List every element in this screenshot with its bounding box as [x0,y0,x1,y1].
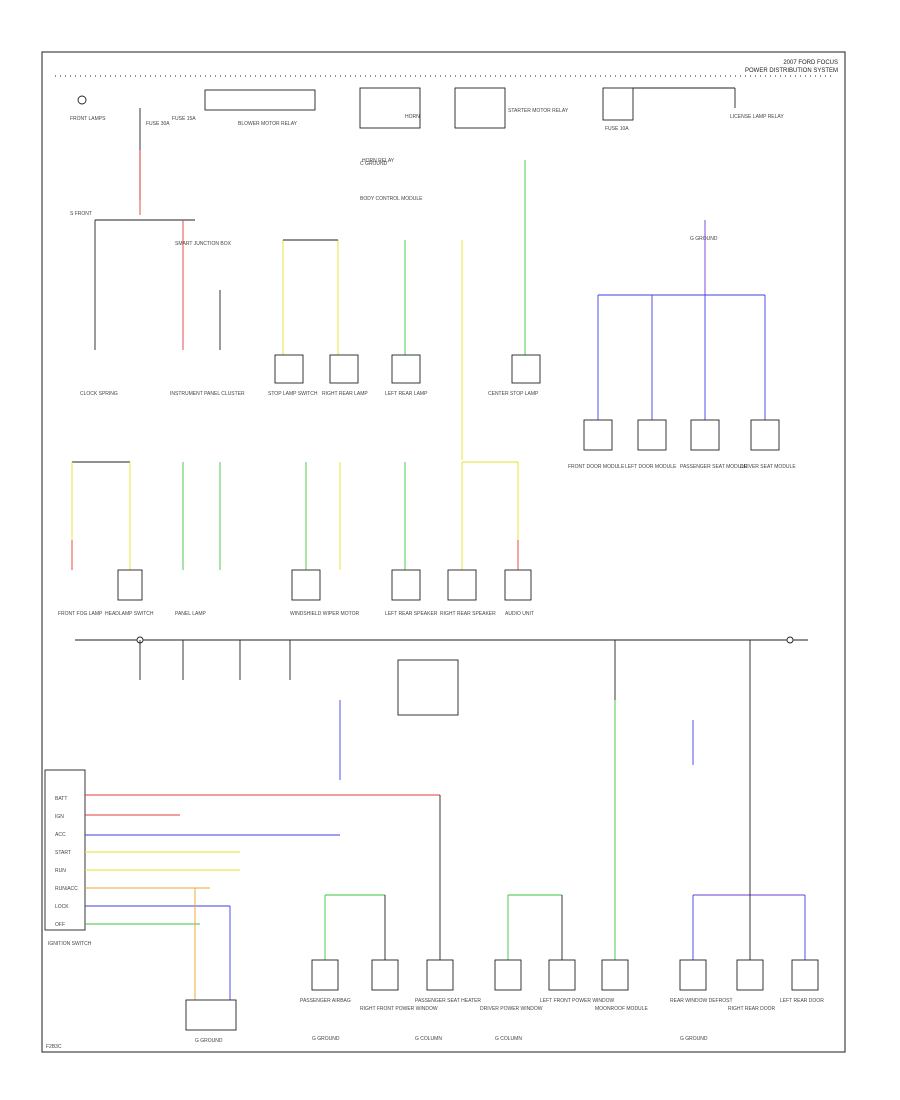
ignition-connector-label: IGNITION SWITCH [48,941,92,947]
bottom-ground-3: G GROUND [680,1036,708,1042]
drv-window-box [494,959,522,991]
mid-label-drv-seat: DRIVER SEAT MODULE [740,464,796,470]
bottom-label-rf-window: RIGHT FRONT POWER WINDOW [360,1006,438,1012]
top-label-fuse-10a: FUSE 10A [605,126,629,132]
blower-relay-box [204,89,316,111]
row3-label-panel: PANEL LAMP [175,611,207,617]
mid-label-ipc: INSTRUMENT PANEL CLUSTER [170,391,245,397]
moonroof-box [601,959,629,991]
row3-label-hl-switch: HEADLAMP SWITCH [105,611,154,617]
bottom-label-drv-window: DRIVER POWER WINDOW [480,1006,543,1012]
rf-window-box [371,959,399,991]
junction-g-ground: G GROUND [690,236,718,242]
rrs-box [447,569,477,601]
row2-wires: CLOCK SPRING INSTRUMENT PANEL CLUSTER ST… [80,160,796,470]
defrost-box [679,959,707,991]
rr-lamp-box [329,354,359,384]
lr-door-box [791,959,819,991]
fuse-10a-box [602,87,634,121]
pass-seat-heater-box [426,959,454,991]
mid-label-clock-spring: CLOCK SPRING [80,391,118,397]
diagram-footer-code: F2B3C [46,1044,62,1050]
lrs-box [391,569,421,601]
top-label-horn: HORN [405,114,420,120]
top-label-license-relay: LICENSE LAMP RELAY [730,114,784,120]
front-lamps-icon [77,95,87,105]
left-door-box [637,419,667,451]
bottom-label-lr-door: LEFT REAR DOOR [780,998,824,1004]
bottom-label-pass-airbag: PASSENGER AIRBAG [300,998,351,1004]
mid-label-lr-lamp: LEFT REAR LAMP [385,391,428,397]
diagram-title-line2: POWER DISTRIBUTION SYSTEM [745,68,838,74]
headlamp-switch-box [117,569,143,601]
ignition-pin-0: BATT [55,796,67,802]
top-label-starter-relay: STARTER MOTOR RELAY [508,108,569,114]
diagram-frame [41,51,846,1053]
row4-relay [397,659,459,716]
row3-label-lrs: LEFT REAR SPEAKER [385,611,438,617]
top-label-blower-relay: BLOWER MOTOR RELAY [238,121,298,127]
drv-seat-box [750,419,780,451]
audio-unit-box [185,999,237,1031]
center-stop-box [511,354,541,384]
bottom-ground-1: G COLUMN [415,1036,442,1042]
junction-bcm: BODY CONTROL MODULE [360,196,423,202]
bus-node-right [786,636,794,644]
mid-label-pass-seat: PASSENGER SEAT MODULE [680,464,748,470]
lf-window-box [548,959,576,991]
top-label-fuse-15a: FUSE 15A [172,116,196,122]
junction-sjb: SMART JUNCTION BOX [175,241,232,247]
wiper-box [291,569,321,601]
mid-label-stop-switch: STOP LAMP SWITCH [268,391,318,397]
bottom-ground-0: G GROUND [312,1036,340,1042]
top-row: FRONT LAMPS FUSE 30A FUSE 15A BLOWER MOT… [70,87,784,215]
row3-label-wiper: WINDSHIELD WIPER MOTOR [290,611,359,617]
ignition-pin-4: RUN [55,868,66,874]
ignition-pin-5: RUN/ACC [55,886,78,892]
bottom-label-lf-window: LEFT FRONT POWER WINDOW [540,998,615,1004]
top-label-fuse-30a: FUSE 30A [146,121,170,127]
rr-door-box [736,959,764,991]
row3-label-fog: FRONT FOG LAMP [58,611,103,617]
ignition-connector-box [44,769,86,931]
clock-spring-box [274,354,304,384]
row3-wires: FRONT FOG LAMP HEADLAMP SWITCH PANEL LAM… [58,461,534,617]
junction-s-front: S FRONT [70,211,92,217]
starter-relay-box [454,87,506,129]
ignition-pin-2: ACC [55,832,66,838]
mid-label-front-door: FRONT DOOR MODULE [568,464,625,470]
bottom-label-defrost: REAR WINDOW DEFROST [670,998,733,1004]
row3-label-rrs: RIGHT REAR SPEAKER [440,611,496,617]
lr-lamp-box [391,354,421,384]
pass-airbag-box [311,959,339,991]
ignition-switch-connector: BATT IGN ACC START RUN RUN/ACC LOCK OFF … [44,769,440,1044]
audio-ground-label: G GROUND [195,1038,223,1044]
bottom-label-moonroof: MOONROOF MODULE [595,1006,648,1012]
mid-label-left-door: LEFT DOOR MODULE [625,464,677,470]
pass-seat-box [690,419,720,451]
top-label-front-lamps: FRONT LAMPS [70,116,106,122]
diagram-title-line1: 2007 FORD FOCUS [783,60,838,66]
bottom-label-rr-door: RIGHT REAR DOOR [728,1006,776,1012]
horn-relay-box [359,87,421,129]
row3-label-audio: AUDIO UNIT [505,611,534,617]
ignition-pin-6: LOCK [55,904,69,910]
mid-label-rr-lamp: RIGHT REAR LAMP [322,391,368,397]
audio-box [504,569,532,601]
bottom-label-pass-heater: PASSENGER SEAT HEATER [415,998,481,1004]
front-door-box [583,419,613,451]
bottom-ground-2: G COLUMN [495,1036,522,1042]
row4 [139,640,751,780]
top-label-horn-relay: HORN RELAY [362,158,395,164]
ignition-pin-3: START [55,850,71,856]
ignition-pin-7: OFF [55,922,65,928]
mid-label-center-stop: CENTER STOP LAMP [488,391,539,397]
ignition-pin-1: IGN [55,814,64,820]
junction-c-ground: C GROUND [360,161,388,167]
bottom-section: PASSENGER AIRBAG RIGHT FRONT POWER WINDO… [300,700,824,1042]
